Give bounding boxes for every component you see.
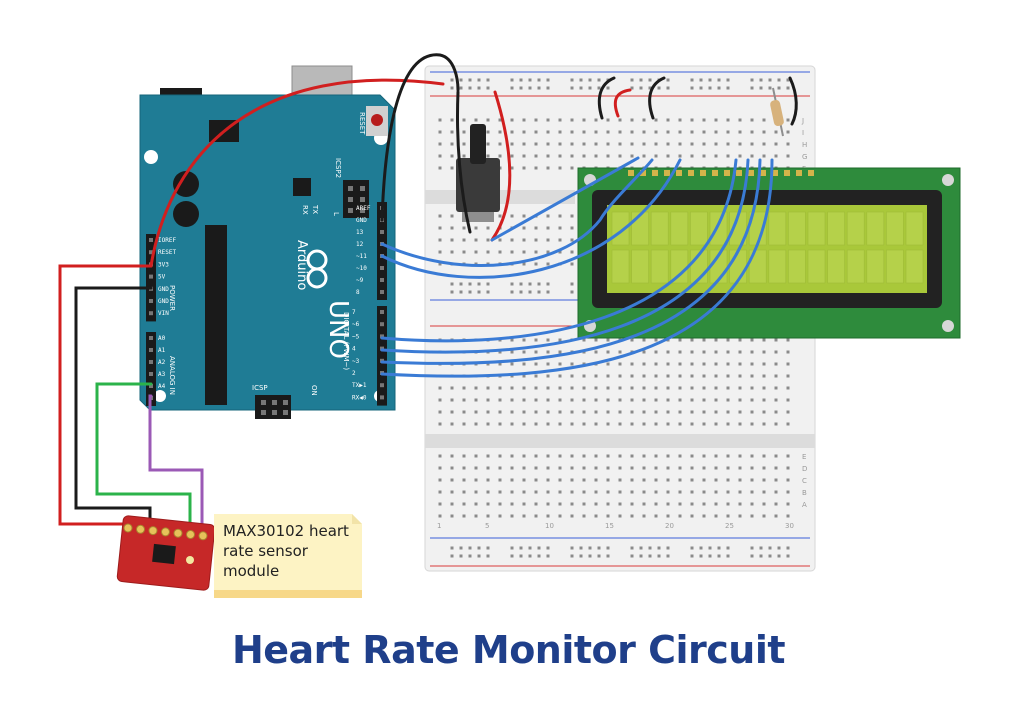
pin-label: 7: [352, 309, 356, 316]
on-label: ON: [310, 385, 318, 396]
pin-label: ~10: [356, 265, 367, 272]
row-letter: A: [802, 501, 807, 509]
icsp2-label: ICSP2: [334, 158, 342, 178]
pin-label: IOREF: [158, 237, 176, 244]
note-line-1: MAX30102 heart: [223, 522, 349, 540]
rx-label: RX: [301, 205, 309, 215]
icsp-header: [255, 395, 291, 419]
note-line-2: rate sensor: [223, 542, 309, 560]
wire-jumper: [648, 76, 666, 120]
row-letter: E: [802, 453, 806, 461]
analog-header-label: ANALOG IN: [168, 356, 176, 395]
pin-label: VIN: [158, 310, 169, 317]
potentiometer: [456, 124, 500, 222]
wires: [58, 53, 798, 526]
column-number: 5: [485, 522, 489, 530]
resistor: [770, 87, 784, 137]
pin-label: ~9: [356, 277, 364, 284]
wire-d2-lcd: [380, 158, 774, 378]
wire-d5-lcd: [380, 158, 738, 343]
sensor-annotation-note: MAX30102 heart rate sensor module: [214, 514, 362, 598]
wire-jumper: [788, 76, 798, 126]
wire-sensor-vin: [58, 264, 153, 526]
wire-d12-lcd: [380, 158, 654, 267]
wire-pot-vcc: [490, 90, 512, 242]
power-header-label: POWER: [168, 285, 176, 311]
pin-label: GND: [356, 217, 367, 224]
row-letter: I: [802, 129, 804, 137]
column-number: 30: [785, 522, 794, 530]
pin-label: ~11: [356, 253, 367, 260]
digital-header-label: DIGITAL (PWM~): [342, 312, 350, 370]
sensor-pin-header: [123, 523, 208, 541]
pin-label: 8: [356, 289, 360, 296]
pin-label: GND: [158, 286, 169, 293]
row-letter: G: [802, 153, 807, 161]
wire-gnd-rail: [380, 53, 460, 222]
icsp-label: ICSP: [252, 384, 268, 392]
wire-d4-lcd: [380, 158, 750, 354]
wire-5v-rail: [149, 78, 445, 268]
pin-label: AREF: [356, 205, 371, 212]
pin-label: A4: [158, 383, 166, 390]
wire-sensor-sda: [95, 382, 192, 526]
arduino-uno-board: RESET ICSP2 ICSP ON RX TX L Arduino UNO …: [139, 65, 396, 419]
digital-header-bottom: 7 ~6 ~5 4 ~3 2TX▶1RX◀0: [352, 306, 387, 406]
arduino-brand: Arduino: [294, 240, 309, 290]
wire-jumper: [613, 88, 632, 118]
lcd-display: [577, 167, 961, 339]
column-number: 15: [605, 522, 614, 530]
reset-button[interactable]: [371, 114, 383, 126]
column-number: 20: [665, 522, 674, 530]
wire-d3-lcd: [380, 158, 762, 365]
pin-label: ~5: [352, 333, 360, 340]
column-number: 25: [725, 522, 734, 530]
wire-sensor-scl: [148, 394, 204, 526]
pin-label: ~6: [352, 321, 360, 328]
pin-label: ~3: [352, 358, 360, 365]
wire-jumper: [597, 76, 616, 120]
reset-label: RESET: [358, 112, 366, 135]
digital-header-top: AREF GND 13 12 ~11 ~10 ~9 8: [356, 202, 387, 300]
note-line-3: module: [223, 562, 279, 580]
pin-label: 3V3: [158, 261, 169, 268]
pin-label: 13: [356, 229, 364, 236]
pin-label: RESET: [158, 249, 176, 256]
wire-pot-gnd: [456, 90, 472, 234]
pin-label: TX▶1: [352, 382, 367, 389]
lcd-header-pins: [628, 170, 814, 176]
microcontroller-chip: [205, 225, 227, 405]
row-letter: J: [801, 117, 804, 125]
l-led-label: L: [332, 212, 340, 216]
page-title: Heart Rate Monitor Circuit: [231, 628, 786, 672]
pin-label: GND: [158, 298, 169, 305]
row-letter: C: [802, 477, 807, 485]
pin-label: 2: [352, 370, 356, 377]
pin-label: RX◀0: [352, 394, 367, 401]
row-letter: D: [802, 465, 807, 473]
tx-label: TX: [311, 204, 319, 214]
arduino-logo-icon: [306, 249, 328, 289]
wire-pot-wiper: [490, 156, 640, 242]
row-letter: B: [802, 489, 807, 497]
uno-model-label: UNO: [323, 300, 353, 359]
pin-label: A1: [158, 347, 166, 354]
wire-d11-lcd: [380, 158, 682, 279]
column-number: 1: [437, 522, 441, 530]
pin-label: 4: [352, 346, 356, 353]
wire-sensor-gnd: [74, 286, 153, 526]
pin-label: A2: [158, 359, 166, 366]
pin-label: A5: [158, 395, 166, 402]
icsp2-header: [343, 180, 369, 218]
pin-label: 12: [356, 241, 364, 248]
pin-label: A0: [158, 335, 166, 342]
max30102-sensor-module: [116, 515, 216, 591]
row-letter: H: [802, 141, 807, 149]
pin-label: A3: [158, 371, 166, 378]
column-number: 10: [545, 522, 554, 530]
pin-label: 5V: [158, 274, 166, 281]
